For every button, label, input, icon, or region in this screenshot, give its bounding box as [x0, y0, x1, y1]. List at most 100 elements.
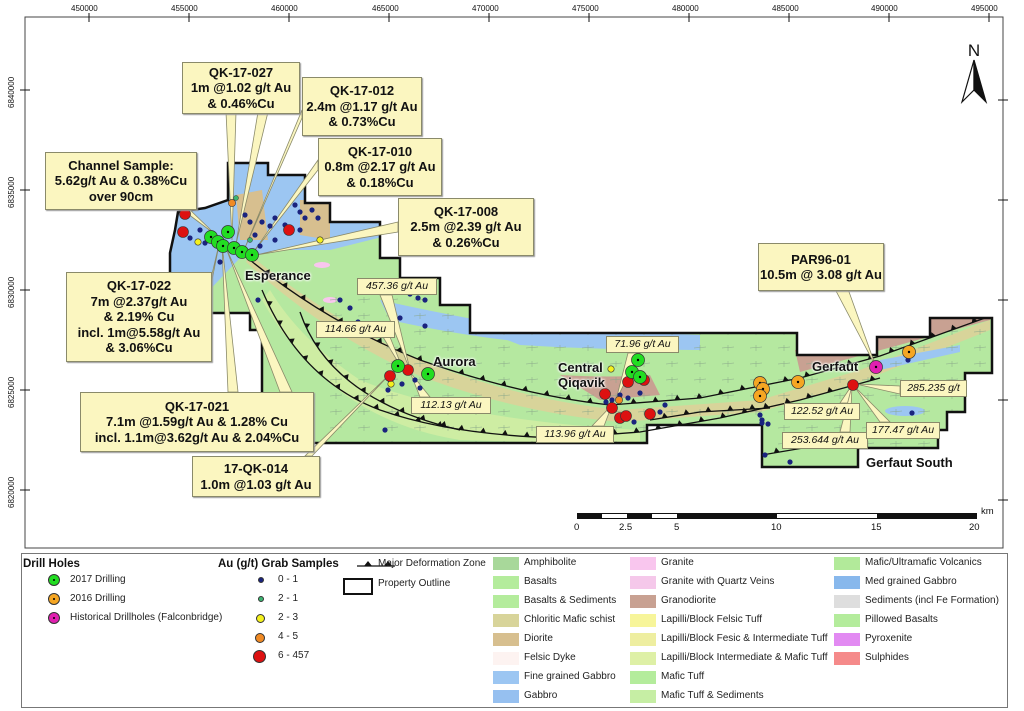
fault-tooth: [317, 370, 324, 377]
fault-tooth: [727, 405, 734, 411]
grab-sample-0-1: [759, 420, 765, 426]
fault-tooth: [522, 385, 528, 392]
callout-line: & 0.18%Cu: [346, 174, 414, 190]
drillhole-2017-collar: [209, 235, 213, 239]
lithology-label: Mafic/Ultramafic Volcanics: [865, 557, 982, 568]
fault-tooth: [739, 384, 746, 391]
drillhole-2017-collar: [221, 244, 225, 248]
grab-sample-0-1: [309, 207, 315, 213]
grab-sample-0-1: [385, 387, 391, 393]
grab-sample-0-1: [252, 232, 258, 238]
fault-tooth: [804, 371, 811, 377]
callout-line: 5.62g/t Au & 0.38%Cu: [54, 173, 188, 189]
lithology-swatch: [630, 671, 656, 684]
callout-line: 7m @2.37g/t Au: [90, 293, 188, 309]
fault-tooth: [806, 392, 812, 399]
legend-drill-holes-title: Drill Holes: [23, 558, 80, 570]
lithology-label: Fine grained Gabbro: [524, 671, 616, 682]
gerfaut-gabbro: [880, 345, 960, 370]
north-label: N: [968, 41, 980, 60]
easting-label: 450000: [71, 4, 98, 13]
fault-tooth: [314, 342, 321, 348]
lithology-swatch: [834, 557, 860, 570]
axis-ticks: [20, 13, 1008, 501]
callout-line: QK-17-027: [208, 64, 274, 80]
fault-tooth: [373, 403, 379, 410]
fault-tooth: [825, 365, 832, 371]
callout-line: & 0.46%Cu: [207, 95, 275, 111]
grab-tag: 253.644 g/t Au: [782, 432, 868, 449]
fault-tooth: [950, 324, 957, 331]
lithology-swatch: [834, 614, 860, 627]
lithology-swatch: [630, 557, 656, 570]
fault-tooth: [360, 386, 366, 393]
fault-tooth: [264, 269, 270, 276]
callout-line: 1.0m @1.03 g/t Au: [200, 476, 312, 492]
fault-tooth: [396, 346, 402, 353]
easting-label: 455000: [171, 4, 198, 13]
grab-sample-2-3: [607, 365, 615, 373]
fault-tooth: [773, 447, 780, 453]
callout-line: PAR96-01: [791, 251, 851, 267]
drillhole-2016-collar: [758, 394, 762, 398]
grab-sample-0-1: [637, 390, 643, 396]
grab-sample-0-1: [187, 235, 193, 241]
north-arrow-icon: [960, 59, 988, 105]
lithology-label: Pillowed Basalts: [865, 614, 938, 625]
legend-label: Historical Drillholes (Falconbridge): [70, 612, 223, 623]
lithology-swatch: [834, 595, 860, 608]
fault-tooth: [565, 394, 572, 400]
callout-line: 0.8m @2.17 g/t Au: [324, 159, 436, 175]
fault-tooth: [869, 375, 876, 381]
lithology-swatch: [630, 633, 656, 646]
fault-tooth: [720, 412, 727, 418]
northing-label: 6830000: [7, 276, 16, 308]
legend-label: 2 - 1: [278, 593, 299, 604]
lithology-label: Amphibolite: [524, 557, 577, 568]
drillhole-2017-collar: [240, 250, 244, 254]
grab-sample-0-1: [399, 381, 405, 387]
grab-tag: 114.66 g/t Au: [316, 321, 395, 338]
fault-tooth: [304, 323, 311, 329]
grab-sample-0-1: [259, 219, 265, 225]
deformation-zone-icon: [357, 561, 395, 567]
grab-sample-4-5: [615, 396, 623, 404]
fault-tooth: [763, 402, 770, 409]
callout-line: & 3.06%Cu: [105, 340, 173, 356]
fault-tooth: [480, 427, 486, 433]
fault-tooth: [633, 427, 640, 433]
place-aurora: Aurora: [433, 354, 476, 369]
fault-tooth: [376, 337, 382, 344]
grab-sample-6-457: [620, 410, 632, 422]
lithology-swatch: [493, 652, 519, 665]
callout-line: 2.4m @1.17 g/t Au: [306, 98, 418, 114]
callout-line: QK-17-021: [164, 398, 230, 414]
legend: Drill Holes 2017 Drilling 2016 Drilling …: [21, 553, 1008, 708]
grab-sample-0-1: [242, 212, 248, 218]
fault-tooth: [500, 380, 507, 387]
callout-line: 7.1m @1.59g/t Au & 1.28% Cu: [106, 414, 288, 430]
grab-2-3-icon: [256, 614, 265, 623]
grab-sample-0-1: [631, 419, 637, 425]
lithology-swatch: [493, 576, 519, 589]
grab-sample-0-1: [337, 297, 343, 303]
grab-sample-6-457: [644, 408, 656, 420]
lithology-label: Lapilli/Block Fesic & Intermediate Tuff: [661, 633, 828, 644]
grab-tag: 457.36 g/t Au: [357, 278, 437, 295]
fault-tooth: [543, 390, 550, 396]
grab-sample-0-1: [757, 412, 763, 418]
grab-sample-0-1: [257, 243, 263, 249]
drillhole-2017-collar: [250, 253, 254, 257]
legend-label: Property Outline: [378, 578, 451, 589]
grab-sample-0-1: [382, 427, 388, 433]
grab-sample-0-1: [412, 377, 418, 383]
grab-sample-6-457: [177, 226, 189, 238]
fault-tooth: [302, 355, 309, 361]
fault-tooth: [930, 332, 936, 338]
grab-sample-0-1: [197, 227, 203, 233]
callout-line: QK-17-008: [433, 203, 499, 219]
major-deformation-zones: [237, 249, 986, 456]
